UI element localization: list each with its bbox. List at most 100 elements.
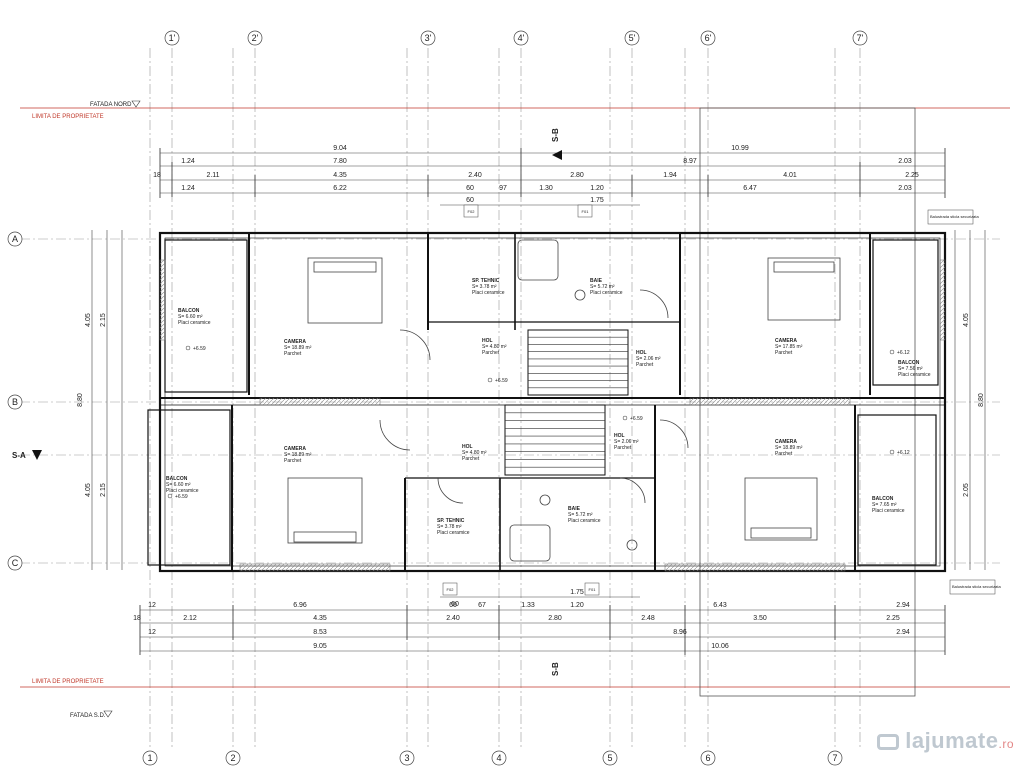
- section-b-top-label: S-B: [551, 128, 560, 142]
- watermark-tld: .ro: [998, 737, 1014, 751]
- axis-bubble: 4': [513, 30, 529, 46]
- dim-text: 2.40: [468, 172, 482, 179]
- section-markers: S-A S-B S-B: [12, 128, 562, 676]
- dim-text: 4.05: [963, 313, 970, 327]
- site-labels: FATADA NORD LIMITA DE PROPRIETATE LIMITA…: [32, 100, 1001, 719]
- dim-text: 8.80: [77, 393, 84, 407]
- svg-text:S= 5.72 m²: S= 5.72 m²: [590, 284, 615, 290]
- svg-text:4: 4: [496, 753, 501, 763]
- axis-bubble: A: [7, 231, 23, 247]
- level-mark-balcon-se: +6.12: [889, 449, 910, 456]
- axis-bubble: 6': [700, 30, 716, 46]
- stair-treads: [505, 336, 628, 468]
- dim-text: 6.22: [333, 185, 347, 192]
- dim-text: 2.03: [898, 185, 912, 192]
- svg-text:BALCON: BALCON: [166, 476, 188, 482]
- svg-text:S= 7.65 m²: S= 7.65 m²: [872, 502, 897, 508]
- axis-bubble: 7': [852, 30, 868, 46]
- furniture: [287, 239, 841, 562]
- svg-text:HOL: HOL: [614, 433, 625, 439]
- dim-text: 12: [148, 629, 156, 636]
- section-b-bottom-label: S-B: [551, 662, 560, 676]
- watermark: lajumate.ro: [877, 728, 1014, 754]
- axis-bubble: 3: [399, 750, 415, 766]
- dim-text: 2.15: [100, 483, 107, 497]
- dim-text: 67: [478, 602, 486, 609]
- section-b-arrow-icon: [552, 150, 562, 160]
- svg-text:Parchet: Parchet: [775, 451, 793, 457]
- dim-text: 60: [466, 197, 474, 204]
- svg-text:+6.59: +6.59: [630, 416, 643, 422]
- svg-text:S= 6.60 m²: S= 6.60 m²: [178, 314, 203, 320]
- axis-bubble: B: [7, 394, 23, 410]
- svg-text:4': 4': [518, 33, 525, 43]
- axis-bubble: 5: [602, 750, 618, 766]
- bottom-axis-labels: 1 2 3 4 5 6 7: [142, 750, 843, 766]
- svg-text:+6.12: +6.12: [897, 450, 910, 456]
- svg-text:BAIE: BAIE: [568, 506, 581, 512]
- svg-text:S= 17.85 m²: S= 17.85 m²: [775, 344, 803, 350]
- facade-north-label: FATADA NORD: [90, 102, 132, 108]
- window-hatches: [159, 259, 946, 572]
- svg-text:SP. TEHNIC: SP. TEHNIC: [472, 278, 500, 284]
- section-a-label: S-A: [12, 451, 26, 460]
- left-axis-labels: A B C: [7, 231, 23, 571]
- dimension-lines: [91, 148, 986, 655]
- dim-text: 4.35: [313, 615, 327, 622]
- dim-text: 7.80: [333, 158, 347, 165]
- svg-text:Parchet: Parchet: [284, 351, 302, 357]
- svg-text:BALCON: BALCON: [178, 308, 200, 314]
- dim-text: 3.50: [753, 615, 767, 622]
- axis-bubble: 5': [624, 30, 640, 46]
- dim-text: 60: [449, 602, 457, 609]
- axis-bubble: 2': [247, 30, 263, 46]
- svg-text:3: 3: [404, 753, 409, 763]
- facade-south-label: FATADA S.D.: [70, 713, 106, 719]
- svg-text:BALCON: BALCON: [872, 496, 894, 502]
- svg-text:HOL: HOL: [636, 350, 647, 356]
- svg-text:S= 5.72 m²: S= 5.72 m²: [568, 512, 593, 518]
- property-limit-top: LIMITA DE PROPRIETATE: [32, 114, 104, 120]
- svg-text:1: 1: [147, 753, 152, 763]
- dim-text: 2.94: [896, 602, 910, 609]
- dim-text: 2.40: [446, 615, 460, 622]
- svg-text:CAMERA: CAMERA: [284, 446, 306, 452]
- svg-text:Parchet: Parchet: [482, 350, 500, 356]
- dim-text: 10.99: [731, 145, 749, 152]
- svg-text:S= 2.06 m²: S= 2.06 m²: [636, 356, 661, 362]
- svg-text:+6.59: +6.59: [193, 346, 206, 352]
- dim-text: 2.03: [898, 158, 912, 165]
- dim-text: 1.24: [181, 158, 195, 165]
- svg-text:S= 3.78 m²: S= 3.78 m²: [472, 284, 497, 290]
- dim-text: 6.47: [743, 185, 757, 192]
- svg-text:HOL: HOL: [462, 444, 473, 450]
- svg-text:6': 6': [705, 33, 712, 43]
- svg-text:F02: F02: [447, 587, 455, 592]
- dim-text: 1.20: [570, 602, 584, 609]
- dim-text: 4.05: [85, 313, 92, 327]
- svg-text:Placi ceramice: Placi ceramice: [898, 372, 931, 378]
- svg-text:F01: F01: [589, 587, 597, 592]
- svg-text:1': 1': [169, 33, 176, 43]
- svg-text:S= 18.89 m²: S= 18.89 m²: [284, 452, 312, 458]
- dim-text: 1.94: [663, 172, 677, 179]
- ref-mark-f02-bottom: F02: [442, 582, 458, 596]
- svg-text:F01: F01: [582, 209, 590, 214]
- svg-text:Placi ceramice: Placi ceramice: [568, 518, 601, 524]
- dim-text: 2.48: [641, 615, 655, 622]
- svg-text:CAMERA: CAMERA: [775, 439, 797, 445]
- svg-text:2': 2': [252, 33, 259, 43]
- svg-text:3': 3': [425, 33, 432, 43]
- svg-text:S= 7.56 m²: S= 7.56 m²: [898, 366, 923, 372]
